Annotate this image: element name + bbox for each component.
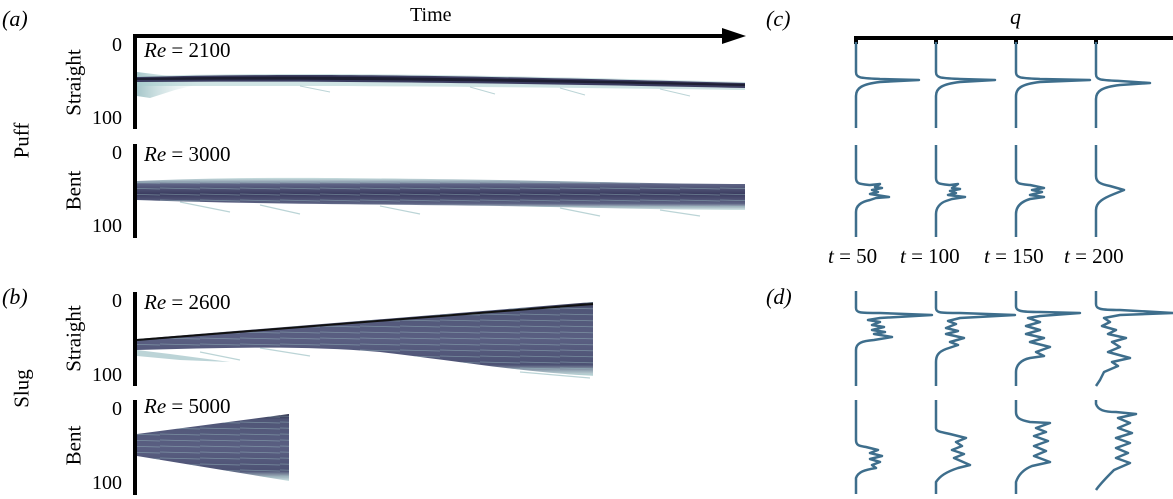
- profiles-slug-straight: [854, 291, 1173, 387]
- t-value: = 150: [989, 244, 1044, 268]
- tick-top-row1: 0: [112, 34, 122, 56]
- panel-label-c: (c): [766, 6, 790, 32]
- y-axes: [133, 34, 137, 495]
- t-value: = 50: [833, 244, 878, 268]
- re-value: = 5000: [166, 394, 231, 418]
- panel-label-c-text: (c): [766, 6, 791, 31]
- re-var: Re: [144, 290, 167, 314]
- re-label-row2: Re = 3000: [144, 142, 231, 167]
- t-var: t: [1064, 244, 1070, 268]
- re-value: = 2600: [166, 290, 231, 314]
- re-var: Re: [144, 142, 167, 166]
- t-label-50: t = 50: [828, 244, 877, 269]
- tick-bottom-row3: 100: [92, 364, 122, 386]
- q-axis-label: q: [1010, 4, 1021, 29]
- time-arrow: [133, 28, 746, 44]
- t-var: t: [984, 244, 990, 268]
- panel-label-a: (a): [2, 6, 28, 32]
- profiles-slug-bent: [854, 400, 1138, 494]
- tick-top-row2: 0: [112, 142, 122, 164]
- panel-label-b: (b): [2, 284, 28, 310]
- profiles-puff-straight: [854, 42, 1152, 128]
- panel-label-a-text: (a): [2, 6, 28, 31]
- q-axis: [854, 36, 1173, 44]
- tick-top-row3: 0: [112, 290, 122, 312]
- tick-bottom-row1: 100: [92, 107, 122, 129]
- streak-bent-puff: [137, 177, 745, 217]
- panel-label-d: (d): [766, 284, 792, 310]
- panel-label-d-text: (d): [766, 284, 792, 309]
- t-var: t: [900, 244, 906, 268]
- t-value: = 100: [905, 244, 960, 268]
- tick-bottom-row4: 100: [92, 472, 122, 494]
- re-label-row1: Re = 2100: [144, 38, 231, 63]
- tick-top-row4: 0: [112, 398, 122, 420]
- tick-bottom-row2: 100: [92, 215, 122, 237]
- re-label-row3: Re = 2600: [144, 290, 231, 315]
- re-label-row4: Re = 5000: [144, 394, 231, 419]
- t-label-200: t = 200: [1064, 244, 1124, 269]
- panel-label-b-text: (b): [2, 284, 28, 309]
- t-label-150: t = 150: [984, 244, 1044, 269]
- t-value: = 200: [1069, 244, 1124, 268]
- re-var: Re: [144, 38, 167, 62]
- profiles-puff-bent: [854, 145, 1126, 237]
- re-value: = 2100: [166, 38, 231, 62]
- t-label-100: t = 100: [900, 244, 960, 269]
- streak-straight-puff: [137, 72, 745, 98]
- time-axis-label: Time: [410, 4, 452, 26]
- re-value: = 3000: [166, 142, 231, 166]
- streak-straight-slug: [136, 302, 594, 379]
- streak-bent-slug: [137, 414, 289, 481]
- re-var: Re: [144, 394, 167, 418]
- t-var: t: [828, 244, 834, 268]
